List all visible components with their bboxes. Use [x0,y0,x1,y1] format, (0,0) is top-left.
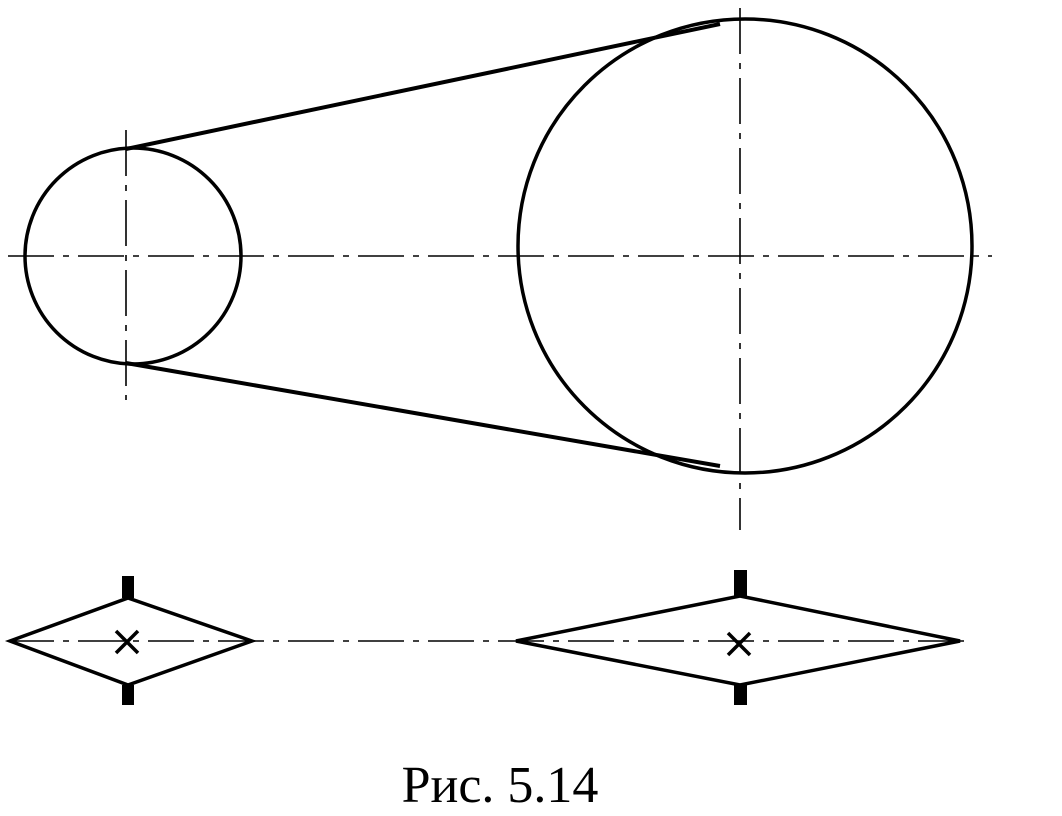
large-pulley-center-cross [726,631,752,657]
small-pulley-center-cross [114,629,140,655]
small-pulley-side-view [4,596,258,687]
large-pulley-side-view [515,594,961,687]
large-pulley-top-tick [734,570,747,596]
belt-lower-branch [125,361,721,468]
small-pulley-bottom-tick [122,685,134,705]
belt-upper-branch [125,22,721,151]
large-pulley-bottom-tick [734,685,747,705]
small-pulley-top-tick [122,576,134,598]
figure-caption: Рис. 5.14 [401,757,599,814]
large-pulley [516,17,974,475]
